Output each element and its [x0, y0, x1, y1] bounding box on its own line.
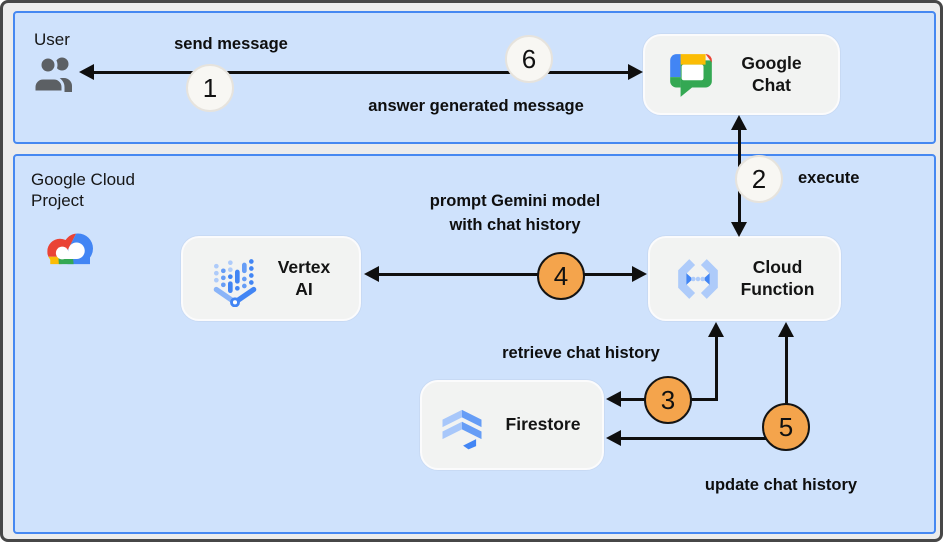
arrowhead-into-cloud-function-left	[632, 266, 647, 282]
label-send-message: send message	[174, 35, 288, 53]
label-prompt-gemini: prompt Gemini model with chat history	[385, 190, 645, 238]
step-badge-2: 2	[735, 155, 783, 203]
step-badge-3: 3	[644, 376, 692, 424]
arrow-update-vertical-line	[785, 327, 788, 439]
arrow-update-horizontal-line	[610, 437, 787, 440]
arrowhead-retrieve-into-cloud-function	[708, 322, 724, 337]
label-update-chat-history: update chat history	[704, 476, 858, 494]
arrowhead-update-into-cloud-function	[778, 322, 794, 337]
label-execute: execute	[798, 169, 860, 187]
cloud-functions-icon	[677, 258, 718, 299]
node-google-chat: Google Chat	[643, 34, 840, 115]
cloud-zone-title: Google Cloud Project	[31, 170, 135, 211]
step-badge-1: 1	[186, 64, 234, 112]
node-firestore: Firestore	[420, 380, 604, 470]
arrowhead-retrieve-into-firestore	[606, 391, 621, 407]
arrowhead-into-user	[79, 64, 94, 80]
vertex-ai-icon	[213, 258, 257, 307]
label-prompt-gemini-line2: with chat history	[449, 215, 581, 234]
arrow-retrieve-vertical-line	[715, 327, 718, 400]
node-firestore-label: Firestore	[505, 414, 581, 435]
step-badge-6: 6	[505, 35, 553, 83]
arrow-prompt-line	[368, 273, 642, 276]
google-chat-icon	[669, 53, 712, 97]
user-zone-title: User	[34, 30, 70, 49]
arrowhead-into-cloud-function-top	[731, 222, 747, 237]
node-vertex-ai: Vertex AI	[181, 236, 361, 321]
node-cloud-function: Cloud Function	[648, 236, 841, 321]
arrowhead-update-into-firestore	[606, 430, 621, 446]
arrowhead-into-google-chat-bottom	[731, 115, 747, 130]
arrowhead-into-google-chat	[628, 64, 643, 80]
node-google-chat-label: Google Chat	[741, 53, 802, 95]
google-cloud-project-zone	[13, 154, 936, 534]
people-icon	[32, 55, 72, 93]
node-vertex-ai-label: Vertex AI	[277, 257, 331, 299]
step-badge-4: 4	[537, 252, 585, 300]
arrow-user-chat-line	[91, 71, 631, 74]
google-cloud-icon	[47, 233, 93, 265]
firestore-icon	[442, 409, 482, 450]
label-answer-generated-message: answer generated message	[368, 97, 584, 115]
label-retrieve-chat-history: retrieve chat history	[502, 344, 660, 362]
label-prompt-gemini-line1: prompt Gemini model	[429, 192, 601, 210]
step-badge-5: 5	[762, 403, 810, 451]
node-cloud-function-label: Cloud Function	[740, 257, 815, 299]
arrowhead-into-vertex-ai	[364, 266, 379, 282]
